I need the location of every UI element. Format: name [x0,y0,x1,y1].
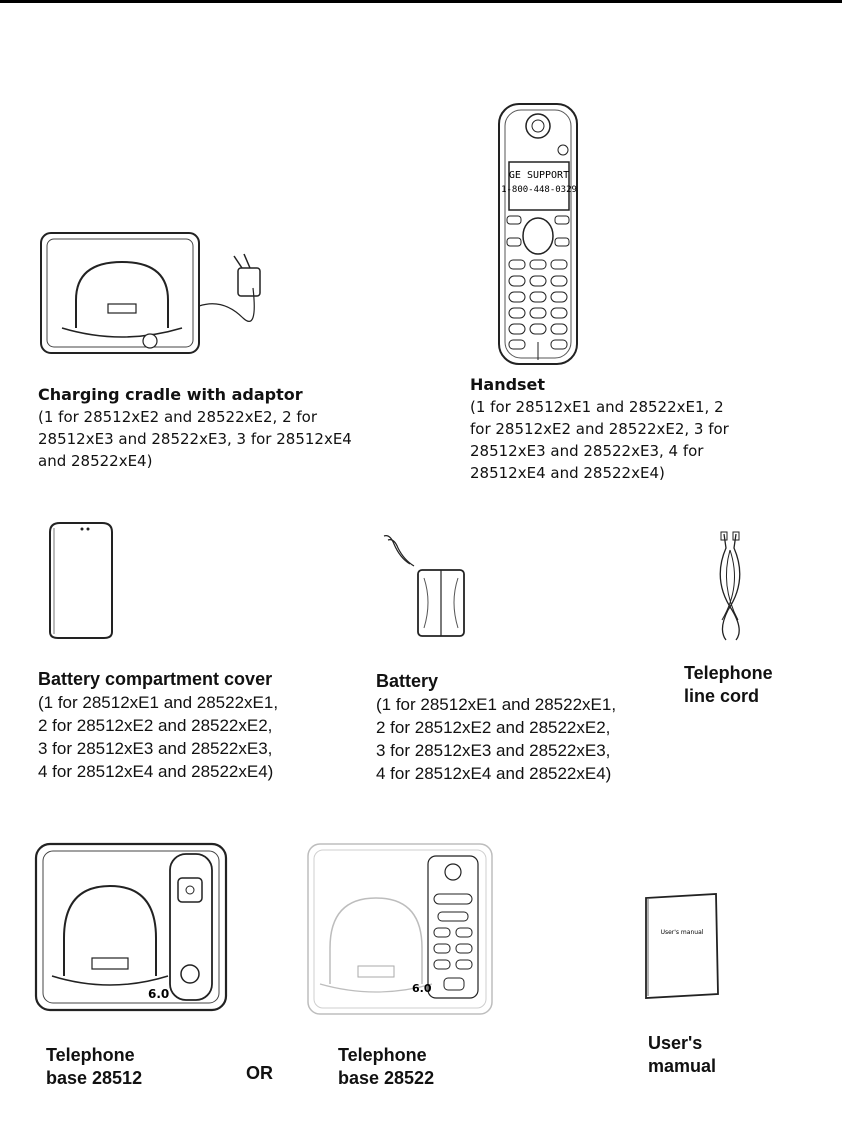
cradle-desc-line: 28512xE3 and 28522xE3, 3 for 28512xE4 [38,430,352,448]
handset-title: Handset [470,375,546,394]
battery-desc-line: 2 for 28512xE2 and 28522xE2, [376,718,611,737]
top-rule [0,0,842,3]
base-28522-title-line: base 28522 [338,1068,435,1088]
base-28522-illustration: 6.0 [306,842,496,1018]
handset-caption: Handset (1 for 28512xE1 and 28522xE1, 2 … [470,374,729,484]
handset-screen-line1: GE SUPPORT [509,170,569,181]
battery-cover-title: Battery compartment cover [38,669,273,689]
or-label: OR [246,1062,273,1085]
manual-title-line: mamual [648,1056,717,1076]
battery-caption: Battery (1 for 28512xE1 and 28522xE1, 2 … [376,670,616,785]
battery-desc-line: (1 for 28512xE1 and 28522xE1, [376,695,617,714]
base-28512-title-line: base 28512 [46,1068,143,1088]
battery-cover-desc-line: 2 for 28512xE2 and 28522xE2, [38,716,273,735]
cradle-caption: Charging cradle with adaptor (1 for 2851… [38,384,352,472]
line-cord-illustration [702,530,762,646]
base-28522-badge: 6.0 [412,982,432,995]
line-cord-title-line: Telephone [684,663,773,683]
handset-desc-line: (1 for 28512xE1 and 28522xE1, 2 [470,398,724,416]
handset-desc-line: 28512xE3 and 28522xE3, 4 for [470,442,704,460]
base-28512-illustration: 6.0 [34,842,230,1014]
handset-screen-line2: 1-800-448-0329 [501,185,577,195]
base-28512-badge: 6.0 [148,987,169,1001]
base-28522-caption: Telephone base 28522 [338,1044,434,1090]
battery-cover-desc-line: 3 for 28512xE3 and 28522xE3, [38,739,273,758]
battery-desc-line: 3 for 28512xE3 and 28522xE3, [376,741,611,760]
manual-cover-text: User's manual [661,929,704,936]
battery-cover-desc-line: 4 for 28512xE4 and 28522xE4) [38,762,274,781]
line-cord-caption: Telephone line cord [684,662,773,708]
cradle-title: Charging cradle with adaptor [38,385,303,404]
battery-title: Battery [376,671,439,691]
or-text: OR [246,1063,273,1083]
base-28512-title-line: Telephone [46,1045,135,1065]
users-manual-illustration: User's manual [640,890,724,1002]
handset-desc-line: for 28512xE2 and 28522xE2, 3 for [470,420,729,438]
handset-illustration: GE SUPPORT 1-800-448-0329 [497,102,581,370]
cradle-desc-line: and 28522xE4) [38,452,153,470]
battery-cover-caption: Battery compartment cover (1 for 28512xE… [38,668,278,783]
base-28522-title-line: Telephone [338,1045,427,1065]
charging-cradle-illustration [38,228,298,360]
battery-illustration [380,530,470,644]
manual-title-line: User's [648,1033,703,1053]
handset-desc-line: 28512xE4 and 28522xE4) [470,464,665,482]
battery-cover-illustration [44,520,120,642]
battery-desc-line: 4 for 28512xE4 and 28522xE4) [376,764,612,783]
manual-caption: User's mamual [648,1032,716,1078]
battery-cover-desc-line: (1 for 28512xE1 and 28522xE1, [38,693,279,712]
cradle-desc-line: (1 for 28512xE2 and 28522xE2, 2 for [38,408,318,426]
base-28512-caption: Telephone base 28512 [46,1044,142,1090]
line-cord-title-line: line cord [684,686,760,706]
